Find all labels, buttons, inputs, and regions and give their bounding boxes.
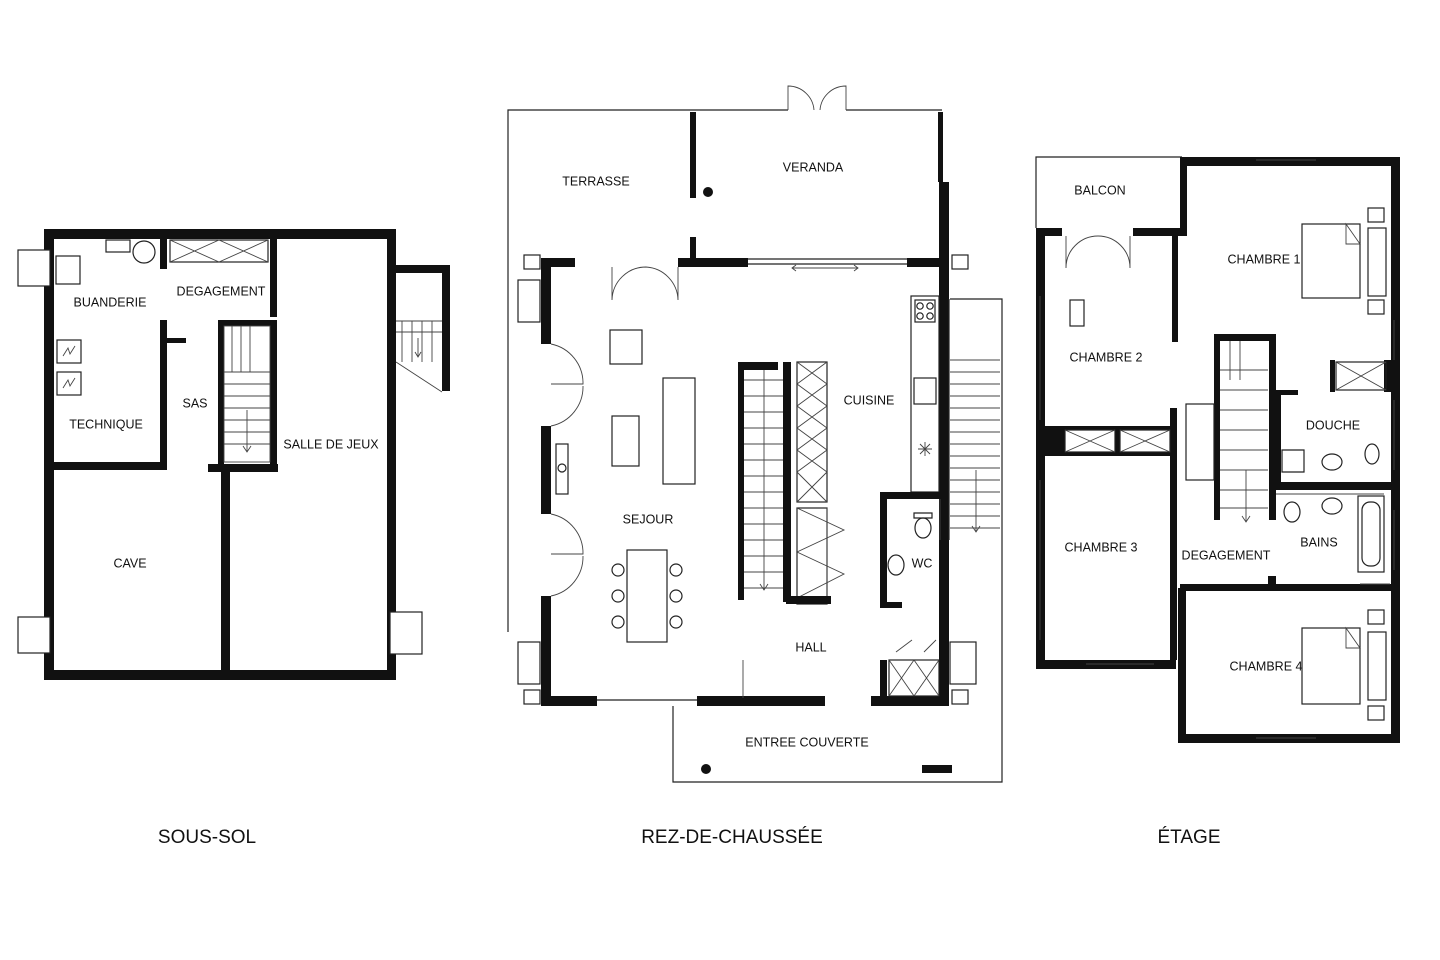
room-label-sas: SAS — [182, 396, 207, 410]
room-label-cuisine: CUISINE — [844, 393, 895, 407]
room-label-technique: TECHNIQUE — [69, 417, 143, 431]
room-label-bains: BAINS — [1300, 535, 1338, 549]
room-label-entree-couverte: ENTREE COUVERTE — [745, 735, 868, 749]
room-label-chambre-1: CHAMBRE 1 — [1228, 252, 1301, 266]
floor-title-rez-de-chaussee: REZ-DE-CHAUSSÉE — [641, 827, 823, 848]
room-label-buanderie: BUANDERIE — [74, 295, 147, 309]
room-label-degagement-etage: DEGAGEMENT — [1182, 548, 1271, 562]
room-label-salle-de-jeux: SALLE DE JEUX — [283, 437, 379, 451]
room-label-hall: HALL — [795, 640, 826, 654]
room-label-wc: WC — [912, 556, 933, 570]
rez-de-chaussee-plan: TERRASSE VERANDA CUISINE SEJOUR WC HALL … — [507, 85, 1003, 783]
room-label-balcon: BALCON — [1074, 183, 1125, 197]
room-label-veranda: VERANDA — [783, 160, 844, 174]
room-label-degagement: DEGAGEMENT — [177, 284, 266, 298]
room-label-chambre-4: CHAMBRE 4 — [1230, 659, 1303, 673]
room-label-terrasse: TERRASSE — [562, 174, 629, 188]
sous-sol-plan: BUANDERIE DEGAGEMENT TECHNIQUE SAS SALLE… — [17, 229, 450, 680]
floor-title-etage: ÉTAGE — [1158, 827, 1221, 848]
etage-plan: BALCON CHAMBRE 1 CHAMBRE 2 DOUCHE CHAMBR… — [1035, 156, 1400, 743]
room-label-douche: DOUCHE — [1306, 418, 1360, 432]
room-label-chambre-3: CHAMBRE 3 — [1065, 540, 1138, 554]
room-label-cave: CAVE — [113, 556, 146, 570]
room-label-chambre-2: CHAMBRE 2 — [1070, 350, 1143, 364]
floor-title-sous-sol: SOUS-SOL — [158, 827, 256, 848]
room-label-sejour: SEJOUR — [623, 512, 674, 526]
